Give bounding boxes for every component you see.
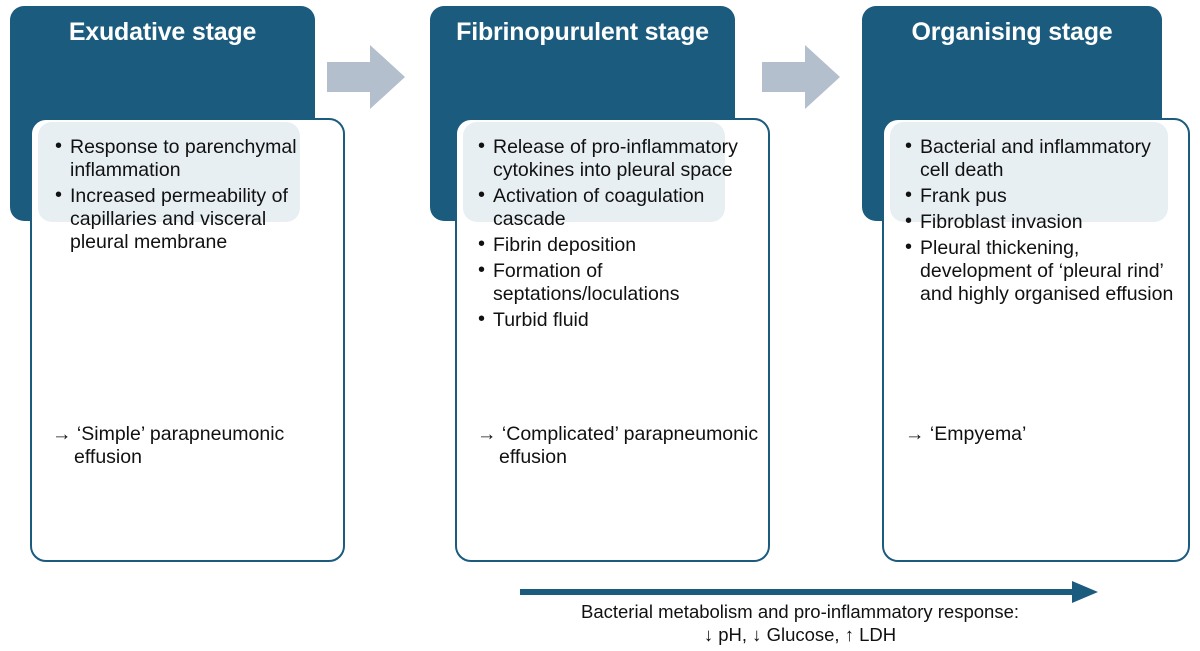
list-item: Fibrin deposition: [478, 233, 753, 257]
progression-arrow: [520, 578, 1100, 611]
stage-title-fibrinopurulent: Fibrinopurulent stage: [456, 18, 709, 46]
connector-arrow-2: [762, 42, 840, 117]
list-item: Response to parenchymal inflammation: [55, 135, 323, 182]
list-item: Bacterial and inflammatory cell death: [905, 135, 1183, 182]
list-item: Formation of septations/loculations: [478, 259, 753, 306]
stage-bullet-list-organising: Bacterial and inflammatory cell death Fr…: [905, 135, 1183, 309]
list-item: Fibroblast invasion: [905, 210, 1183, 234]
right-arrow-icon: [327, 45, 405, 109]
list-item: Turbid fluid: [478, 308, 753, 332]
list-item: Increased permeability of capillaries an…: [55, 184, 323, 254]
connector-arrow-1: [327, 42, 405, 117]
list-item: Activation of coagulation cascade: [478, 184, 753, 231]
long-right-arrow-icon: [520, 581, 1098, 603]
right-arrow-icon: [762, 45, 840, 109]
list-item: Frank pus: [905, 184, 1183, 208]
progression-caption: Bacterial metabolism and pro-inflammator…: [450, 600, 1150, 646]
list-item: Pleural thickening, development of ‘pleu…: [905, 236, 1183, 306]
list-item: Release of pro-inflammatory cytokines in…: [478, 135, 753, 182]
stage-title-exudative: Exudative stage: [68, 18, 257, 46]
stage-bullet-list-fibrinopurulent: Release of pro-inflammatory cytokines in…: [478, 135, 753, 335]
progression-caption-line-1: Bacterial metabolism and pro-inflammator…: [580, 601, 1020, 622]
stage-outcome-organising: → ‘Empyema’: [905, 423, 1027, 445]
stage-outcome-fibrinopurulent: → ‘Complicated’ parapneumonic effusion: [477, 423, 759, 469]
stage-bullet-list-exudative: Response to parenchymal inflammation Inc…: [55, 135, 323, 257]
progression-caption-line-2: ↓ pH, ↓ Glucose, ↑ LDH: [703, 624, 897, 646]
stage-outcome-exudative: → ‘Simple’ parapneumonic effusion: [52, 423, 285, 469]
stage-title-organising: Organising stage: [911, 18, 1113, 46]
